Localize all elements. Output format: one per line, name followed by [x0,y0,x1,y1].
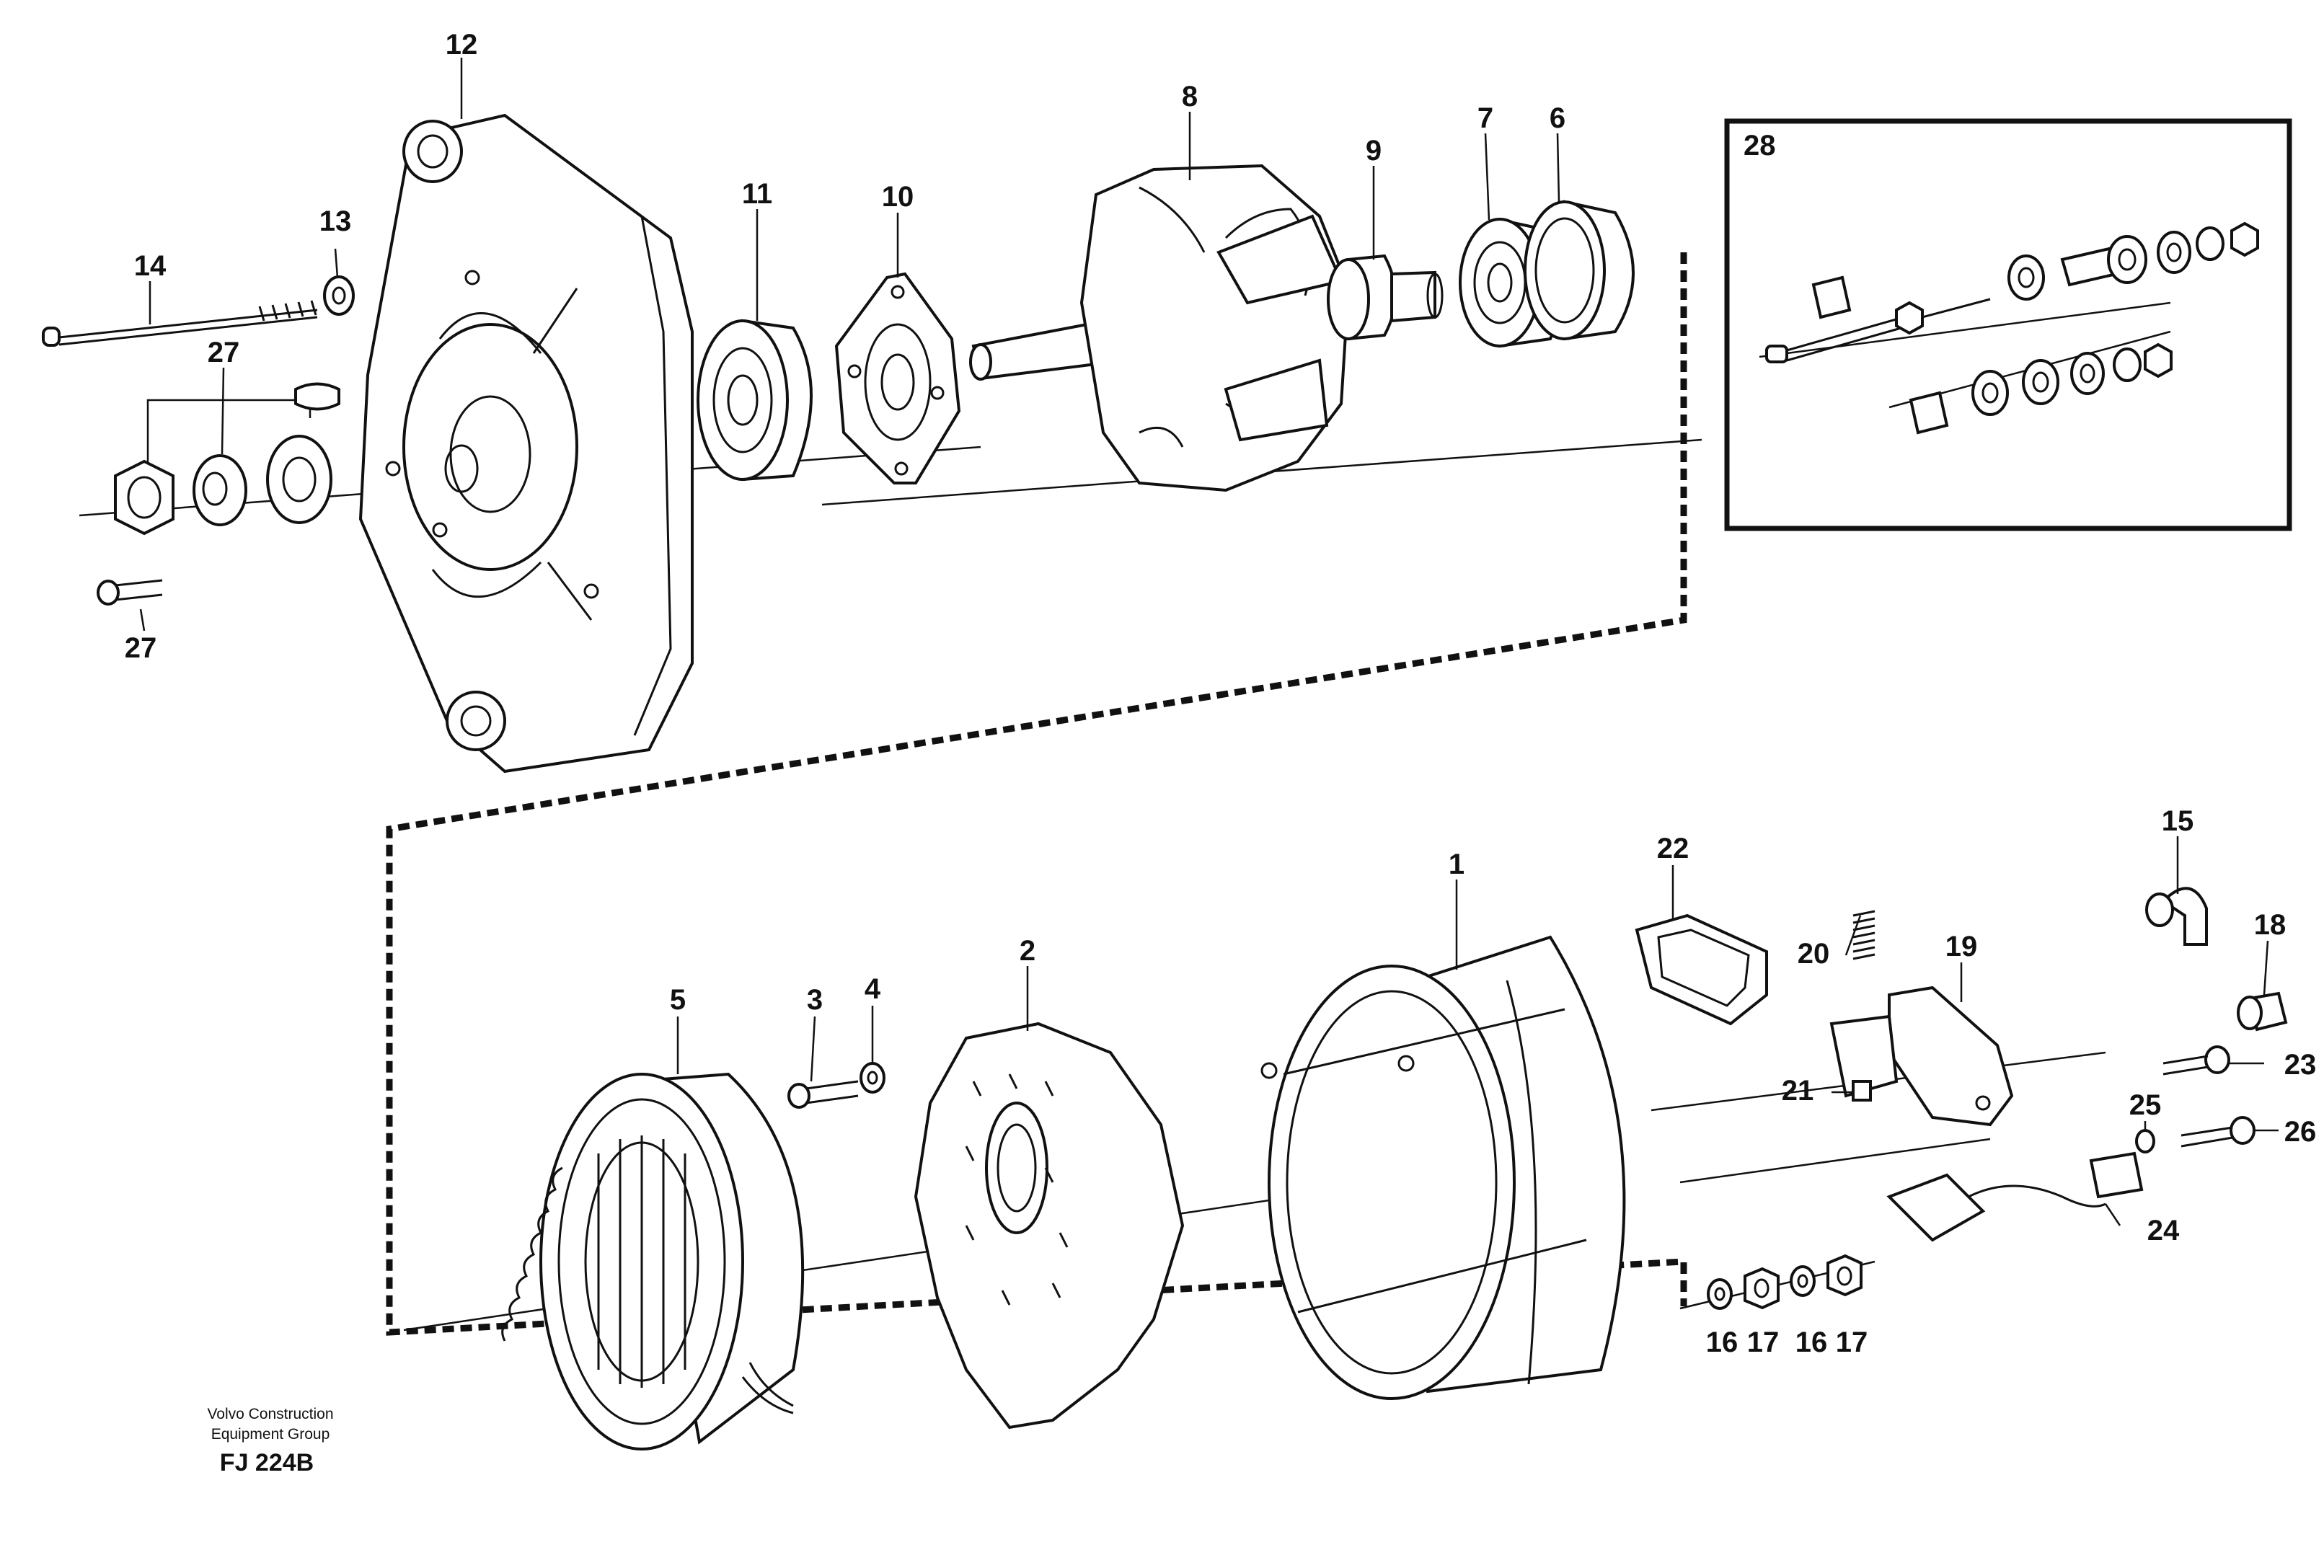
callout-leader-lines [139,58,2279,1226]
callout-10: 10 [882,181,914,213]
part-25-washer [2135,1129,2155,1153]
part-3-screw [787,1080,859,1109]
part-15-elbow-cap [2145,887,2208,946]
callout-15: 15 [2162,805,2194,837]
part-24-cable-connector [1886,1151,2144,1242]
part-13-washer [323,275,355,316]
callout-17-right: 17 [1836,1326,1868,1358]
part-28-detail-inset [1724,118,2292,531]
part-9-slip-rings [1327,254,1444,341]
caption-line-1: Volvo Construction [207,1406,333,1422]
callout-17-left: 17 [1747,1326,1780,1358]
callout-28: 28 [1744,130,1776,161]
part-14-through-bolt [42,300,318,347]
callout-20: 20 [1798,938,1830,970]
part-16-washer-b [1790,1265,1816,1297]
part-6-bearing-sleeve [1524,200,1635,341]
part-19-brush-holder-regulator [1888,985,2014,1127]
callout-21: 21 [1782,1075,1814,1107]
callout-3: 3 [807,984,823,1016]
figure-code: FJ 224B [220,1449,314,1476]
callout-12: 12 [446,29,478,61]
callout-26: 26 [2284,1116,2317,1148]
part-10-retainer-plate [834,272,961,484]
part-27-nut-and-washers [114,382,340,536]
caption-line-2: Equipment Group [211,1426,330,1443]
part-1-housing [1260,935,1626,1400]
callout-8: 8 [1182,81,1198,112]
part-27-screw [97,579,163,606]
callout-19: 19 [1945,931,1978,962]
part-20-brush-spring [1852,910,1875,960]
part-11-bearing [697,319,813,482]
callout-14: 14 [134,250,167,282]
callout-16-right: 16 [1795,1326,1828,1358]
part-4-washer [860,1062,885,1094]
callout-11: 11 [742,178,772,210]
callout-labels: 12 13 14 27 27 11 10 8 9 7 6 28 1 22 20 … [125,29,2317,1358]
callout-2: 2 [1020,935,1035,967]
part-21-brush-holder [1829,1014,1899,1102]
part-23-screw [2162,1045,2230,1076]
callout-27-upper: 27 [208,337,240,368]
diagram-caption: Volvo Construction Equipment Group FJ 22… [207,1406,333,1476]
callout-23: 23 [2284,1049,2317,1081]
part-17-nut-b [1826,1254,1863,1297]
part-17-nut-a [1744,1267,1780,1310]
callout-25: 25 [2129,1089,2162,1121]
callout-18: 18 [2254,909,2287,941]
part-12-drive-end-shield [358,113,694,774]
callout-4: 4 [865,973,881,1005]
part-8-rotor [969,164,1351,492]
assembly-connector-dashed-line [386,252,1687,1336]
callout-27-lower: 27 [125,632,157,664]
callout-16-left: 16 [1706,1326,1738,1358]
callout-13: 13 [319,205,352,237]
part-18-sleeve [2237,991,2288,1032]
part-26-screw [2181,1116,2255,1148]
part-22-gasket [1635,913,1768,1026]
callout-7: 7 [1477,102,1493,134]
callout-1: 1 [1449,849,1464,880]
callout-6: 6 [1550,102,1565,134]
part-2-rectifier-bridge [914,1022,1185,1430]
part-5-stator [501,1072,805,1450]
callout-5: 5 [670,984,686,1016]
callout-24: 24 [2147,1215,2180,1246]
part-16-washer-a [1707,1278,1733,1310]
callout-22: 22 [1657,833,1689,864]
callout-9: 9 [1366,135,1382,167]
